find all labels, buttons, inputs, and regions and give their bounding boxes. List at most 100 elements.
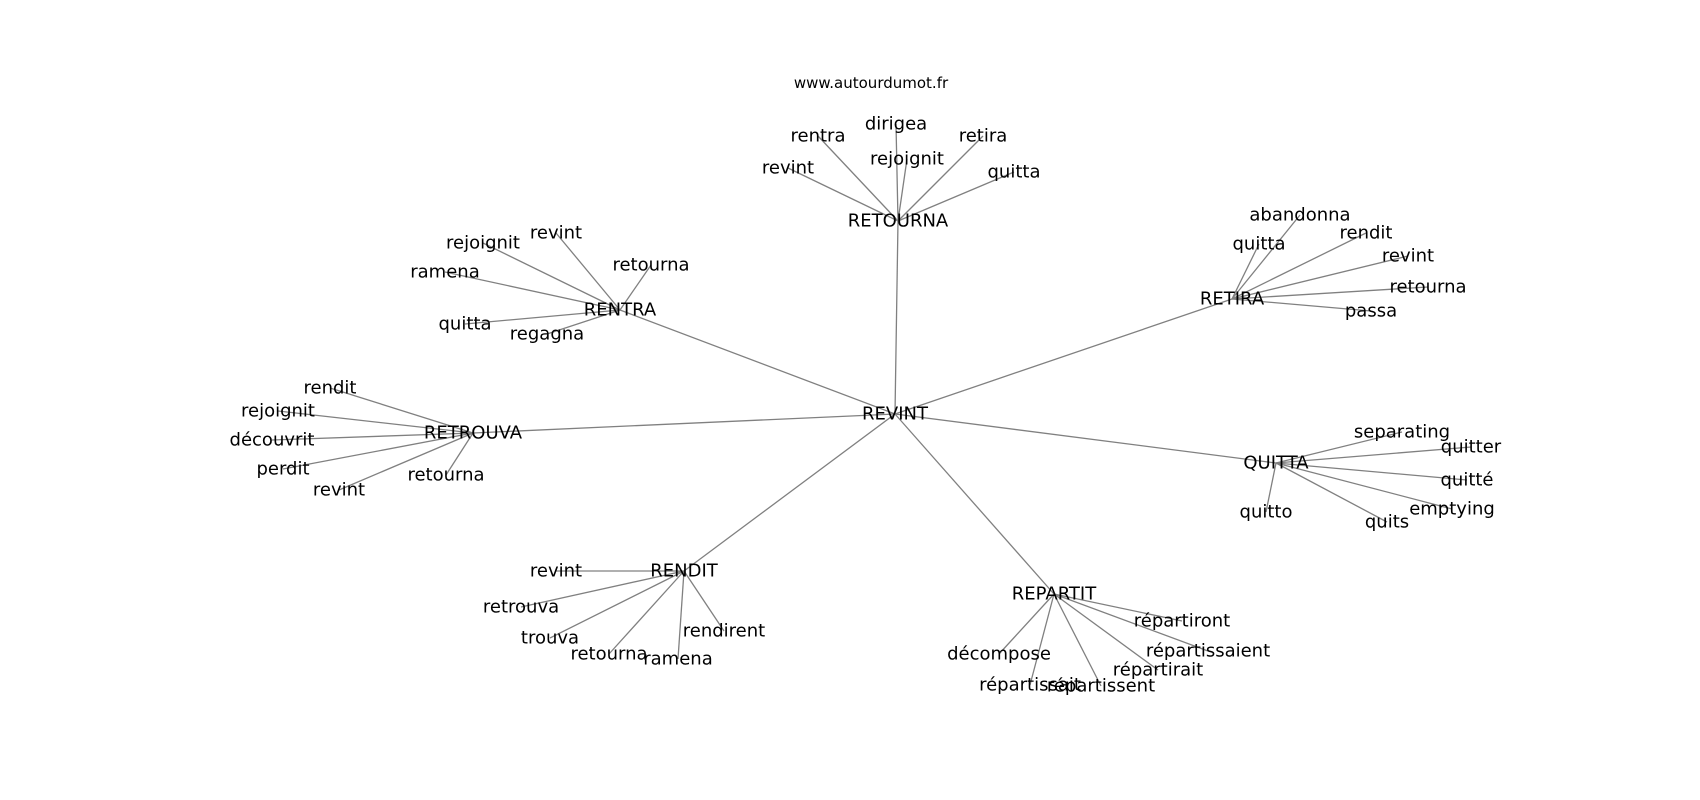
edge-group-to-leaf: [445, 432, 474, 476]
edge-group-to-leaf: [1029, 593, 1055, 686]
edge-group-to-leaf: [897, 171, 1015, 222]
leaf-node-label: ramena: [643, 649, 712, 670]
leaf-node-label: répartissaient: [1146, 641, 1270, 662]
edge-group-to-leaf: [329, 387, 474, 434]
leaf-node-label: rendit: [304, 378, 357, 399]
edge-group-to-leaf: [787, 167, 899, 222]
edge-root-to-group: [894, 220, 899, 415]
leaf-node-label: retourna: [570, 644, 647, 665]
edge-root-to-group: [619, 309, 896, 415]
site-watermark: www.autourdumot.fr: [794, 74, 949, 92]
edge-group-to-leaf: [482, 242, 621, 311]
leaf-node-label: retrouva: [483, 597, 559, 618]
leaf-node-label: quitta: [439, 314, 492, 335]
leaf-node-label: rendit: [1340, 223, 1393, 244]
leaf-node-label: répartissait: [979, 675, 1081, 696]
edge-group-to-leaf: [1275, 462, 1388, 523]
leaf-node-label: rentra: [791, 126, 846, 147]
edge-group-to-leaf: [464, 309, 621, 325]
edge-group-to-leaf: [282, 432, 474, 470]
edge-group-to-leaf: [520, 570, 685, 608]
edge-root-to-group: [894, 298, 1233, 415]
edge-group-to-leaf: [897, 158, 908, 222]
edge-group-to-leaf: [1053, 593, 1183, 622]
edge-group-to-leaf: [1231, 286, 1429, 300]
leaf-node-label: ramena: [410, 262, 479, 283]
edge-group-to-leaf: [338, 432, 474, 491]
group-node-label: RETIRA: [1200, 289, 1265, 310]
leaf-node-label: retira: [959, 126, 1008, 147]
edge-group-to-leaf: [1053, 593, 1159, 671]
leaf-node-label: répartirait: [1113, 660, 1203, 681]
leaf-node-label: revint: [530, 223, 582, 244]
group-node-label: RETROUVA: [424, 423, 523, 444]
edge-root-to-group: [683, 413, 896, 572]
group-node-label: QUITTA: [1243, 453, 1309, 474]
leaf-node-label: emptying: [1409, 499, 1495, 520]
leaf-node-label: revint: [313, 480, 365, 501]
leaf-node-label: quitta: [988, 162, 1041, 183]
leaf-node-label: quitta: [1233, 234, 1286, 255]
leaf-node-label: quitter: [1441, 437, 1502, 458]
leaf-node-label: rejoignit: [446, 233, 520, 254]
leaf-node-label: quitté: [1440, 470, 1493, 491]
leaf-node-label: trouva: [521, 628, 579, 649]
group-node-label: REPARTIT: [1012, 584, 1097, 605]
edges-layer: [271, 123, 1472, 687]
root-node-label: REVINT: [862, 404, 929, 425]
leaf-node-label: revint: [1382, 246, 1434, 267]
leaf-node-label: rejoignit: [241, 401, 315, 422]
edge-root-to-group: [894, 413, 1277, 464]
leaf-node-label: répartiront: [1134, 611, 1230, 632]
leaf-node-label: regagna: [510, 324, 584, 345]
leaf-node-label: rejoignit: [870, 149, 944, 170]
leaf-node-label: abandonna: [1249, 205, 1350, 226]
edge-group-to-leaf: [897, 135, 984, 222]
leaf-node-label: retourna: [1389, 277, 1466, 298]
edge-group-to-leaf: [1231, 298, 1372, 312]
edge-group-to-leaf: [608, 570, 685, 655]
edge-group-to-leaf: [895, 123, 899, 222]
leaf-node-label: dirigea: [865, 114, 927, 135]
edge-root-to-group: [894, 413, 1055, 595]
edge-group-to-leaf: [1231, 255, 1409, 300]
edge-group-to-leaf: [444, 271, 621, 311]
leaf-node-label: revint: [762, 158, 814, 179]
labels-layer: REVINT RETOURNA revint rentra dirigea rejoign…: [230, 114, 1502, 697]
edge-root-to-group: [472, 413, 896, 434]
edge-group-to-leaf: [546, 309, 621, 335]
edge-group-to-leaf: [619, 264, 652, 311]
group-node-label: RETOURNA: [848, 211, 949, 232]
leaf-node-label: découvrit: [230, 430, 315, 451]
leaf-node-label: retourna: [612, 255, 689, 276]
edge-group-to-leaf: [998, 593, 1055, 655]
edge-group-to-leaf: [1053, 593, 1209, 652]
edge-group-to-leaf: [1275, 462, 1453, 510]
edge-group-to-leaf: [817, 135, 899, 222]
leaf-node-label: décompose: [947, 644, 1051, 665]
leaf-node-label: perdit: [256, 459, 309, 480]
group-node-label: RENTRA: [584, 300, 657, 321]
edge-group-to-leaf: [1231, 232, 1367, 300]
leaf-node-label: répartissent: [1047, 676, 1155, 697]
edge-group-to-leaf: [277, 410, 474, 434]
edge-group-to-leaf: [1053, 593, 1102, 687]
leaf-node-label: revint: [530, 561, 582, 582]
edge-group-to-leaf: [1275, 446, 1472, 464]
edge-group-to-leaf: [683, 570, 725, 632]
leaf-node-label: retourna: [407, 465, 484, 486]
edge-group-to-leaf: [1231, 214, 1301, 300]
edge-group-to-leaf: [549, 570, 685, 639]
group-node-label: RENDIT: [650, 561, 719, 582]
edge-group-to-leaf: [555, 232, 621, 311]
leaf-node-label: passa: [1345, 301, 1397, 322]
leaf-node-label: quitto: [1240, 502, 1293, 523]
leaf-node-label: quits: [1365, 512, 1409, 533]
edge-group-to-leaf: [1231, 243, 1260, 300]
edge-group-to-leaf: [1275, 431, 1403, 464]
edge-group-to-leaf: [677, 570, 685, 660]
leaf-node-label: separating: [1354, 422, 1450, 443]
edge-group-to-leaf: [1275, 462, 1468, 481]
leaf-node-label: rendirent: [683, 621, 765, 642]
